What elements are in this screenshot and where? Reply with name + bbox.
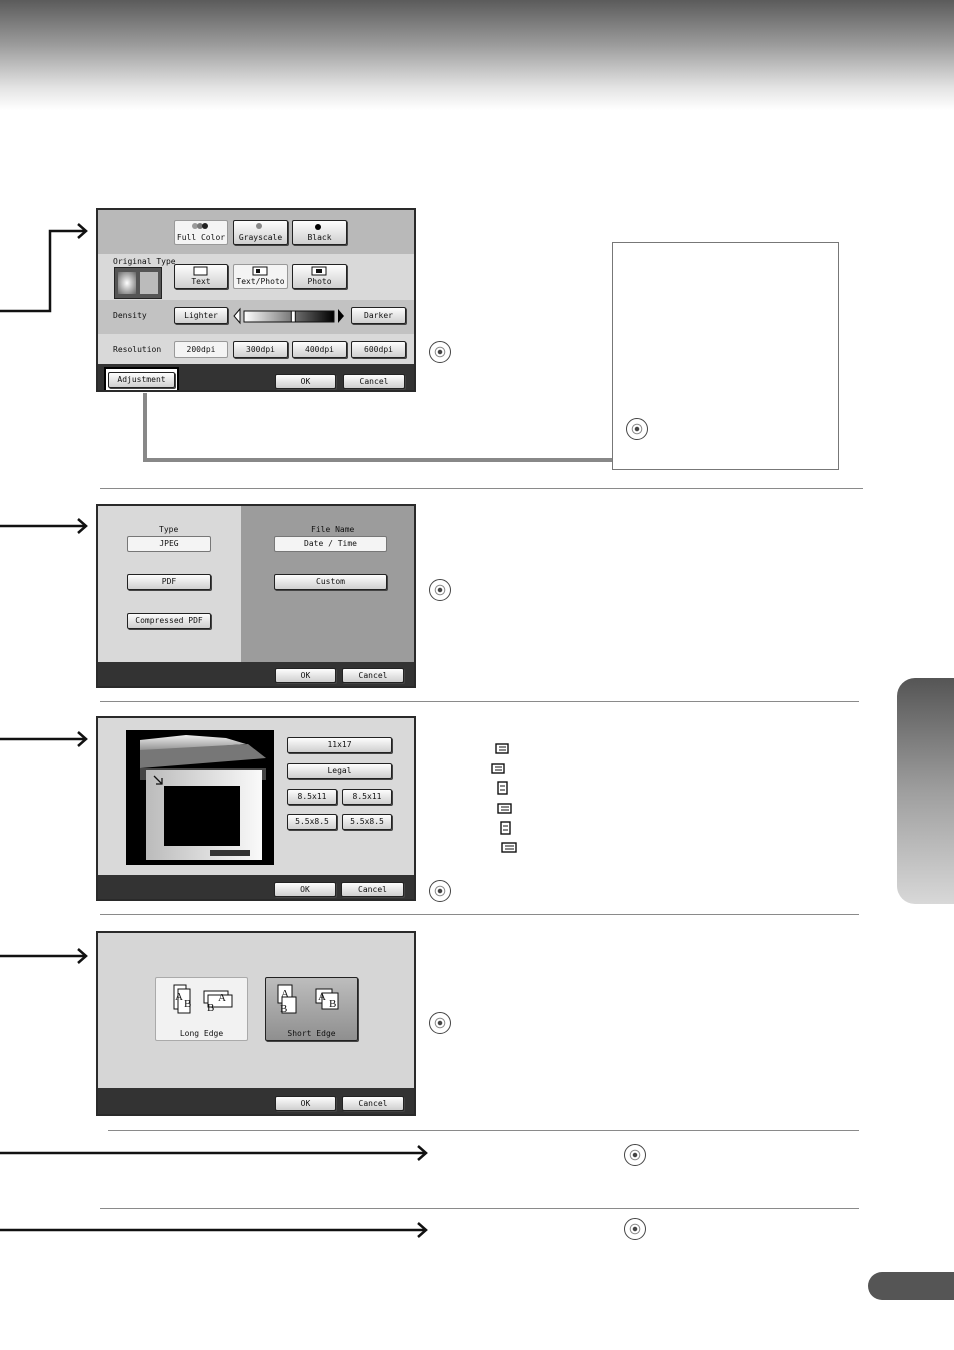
scan-settings-panel: Full Color Grayscale Black Original Type… <box>96 208 416 392</box>
resolution-label: Resolution <box>113 345 162 354</box>
svg-text:B: B <box>329 998 336 1010</box>
original-type-icons <box>193 266 327 276</box>
cd-reference-icon <box>429 341 451 363</box>
scanner-illustration <box>126 730 274 865</box>
resolution-300-button[interactable]: 300dpi <box>233 341 288 358</box>
density-slider[interactable] <box>232 306 352 326</box>
svg-text:A: A <box>281 988 289 1000</box>
cd-reference-icon <box>429 579 451 601</box>
cancel-button[interactable]: Cancel <box>343 374 405 389</box>
cancel-button[interactable]: Cancel <box>342 1096 404 1111</box>
svg-text:A: A <box>318 991 326 1003</box>
cd-reference-icon <box>429 880 451 902</box>
type-value-field: JPEG <box>127 536 211 552</box>
resolution-600-button[interactable]: 600dpi <box>351 341 406 358</box>
size-statement-landscape-button[interactable]: 5.5x8.5 <box>342 814 392 830</box>
cancel-button[interactable]: Cancel <box>342 668 404 683</box>
adjustment-button[interactable]: Adjustment <box>108 372 175 388</box>
original-type-label: Original Type <box>113 257 176 266</box>
paper-orientation-icons <box>491 743 517 853</box>
section-divider <box>100 914 859 915</box>
svg-text:B: B <box>280 1003 287 1015</box>
size-letter-landscape-button[interactable]: 8.5x11 <box>342 789 392 805</box>
long-edge-button[interactable]: Long Edge <box>155 977 248 1041</box>
black-button[interactable]: Black <box>292 220 347 245</box>
page-header-band <box>0 0 954 110</box>
cd-reference-icon <box>429 1012 451 1034</box>
ok-button[interactable]: OK <box>274 882 336 897</box>
pdf-button[interactable]: PDF <box>127 574 211 590</box>
paper-size-panel: 11x17 Legal 8.5x11 8.5x11 5.5x8.5 5.5x8.… <box>96 716 416 901</box>
resolution-400-button[interactable]: 400dpi <box>292 341 347 358</box>
svg-text:A: A <box>175 991 183 1003</box>
ok-button[interactable]: OK <box>275 1096 336 1111</box>
resolution-200-button[interactable]: 200dpi <box>174 341 228 358</box>
density-label: Density <box>113 311 147 320</box>
page-number-pill <box>868 1272 954 1300</box>
darker-button[interactable]: Darker <box>351 307 406 324</box>
section-divider <box>100 701 859 702</box>
original-preview-thumbnail <box>114 267 162 299</box>
binding-icons: AB AB AB AB <box>173 984 339 1015</box>
cd-reference-icon <box>626 418 648 440</box>
size-statement-portrait-button[interactable]: 5.5x8.5 <box>287 814 337 830</box>
section-divider <box>108 1130 859 1131</box>
color-mode-icons <box>192 223 321 230</box>
chapter-side-tab <box>897 678 954 904</box>
density-slider-thumb[interactable] <box>290 310 296 323</box>
file-name-label: File Name <box>311 525 355 534</box>
section-divider <box>100 1208 859 1209</box>
size-letter-portrait-button[interactable]: 8.5x11 <box>287 789 337 805</box>
cd-reference-icon <box>624 1144 646 1166</box>
ok-button[interactable]: OK <box>275 374 336 389</box>
ok-button[interactable]: OK <box>275 668 336 683</box>
type-label: Type <box>159 525 179 534</box>
compressed-pdf-button[interactable]: Compressed PDF <box>127 613 211 629</box>
size-11x17-button[interactable]: 11x17 <box>287 737 392 753</box>
photo-button[interactable]: Photo <box>292 264 347 289</box>
note-box <box>612 242 839 470</box>
file-name-value-field: Date / Time <box>274 536 387 552</box>
svg-text:A: A <box>218 992 226 1004</box>
cancel-button[interactable]: Cancel <box>341 882 404 897</box>
file-type-panel: Type JPEG PDF Compressed PDF File Name D… <box>96 504 416 688</box>
cd-reference-icon <box>624 1218 646 1240</box>
custom-button[interactable]: Custom <box>274 574 387 590</box>
short-edge-button[interactable]: Short Edge <box>265 977 358 1041</box>
section-divider <box>100 488 863 489</box>
lighter-button[interactable]: Lighter <box>174 307 228 324</box>
size-legal-button[interactable]: Legal <box>287 763 392 779</box>
svg-text:B: B <box>184 998 191 1010</box>
svg-text:B: B <box>207 1002 214 1014</box>
